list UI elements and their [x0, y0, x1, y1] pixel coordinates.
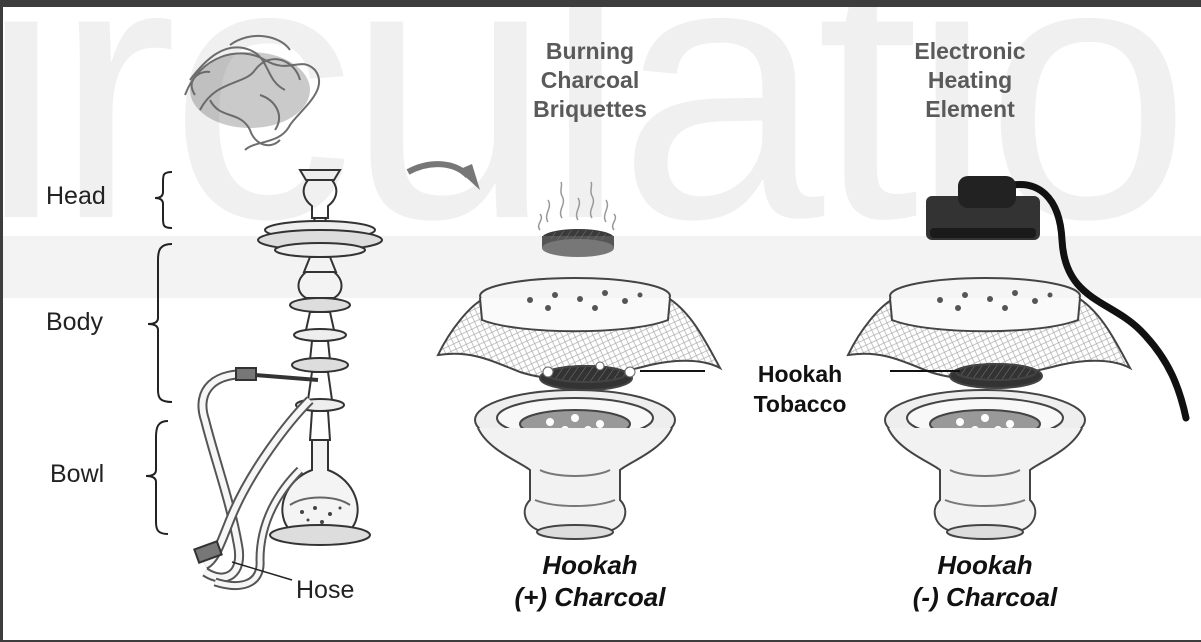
caption-without-charcoal: Hookah (-) Charcoal — [880, 550, 1090, 613]
hose-label: Hose — [296, 576, 354, 605]
hookah-icon — [194, 170, 382, 586]
hookah-bowl-charcoal-icon — [438, 278, 720, 539]
head-label: Head — [46, 182, 106, 211]
tobacco-label: Hookah Tobacco — [725, 360, 875, 420]
body-label: Body — [46, 308, 103, 337]
bowl-label: Bowl — [50, 460, 104, 489]
charcoal-header: Burning Charcoal Briquettes — [500, 37, 680, 123]
hookah-bowl-electric-icon — [848, 278, 1130, 539]
curved-arrow-icon — [408, 164, 480, 190]
charcoal-briquette-icon — [539, 182, 616, 257]
electronic-header: Electronic Heating Element — [880, 37, 1060, 123]
caption-with-charcoal: Hookah (+) Charcoal — [490, 550, 690, 613]
